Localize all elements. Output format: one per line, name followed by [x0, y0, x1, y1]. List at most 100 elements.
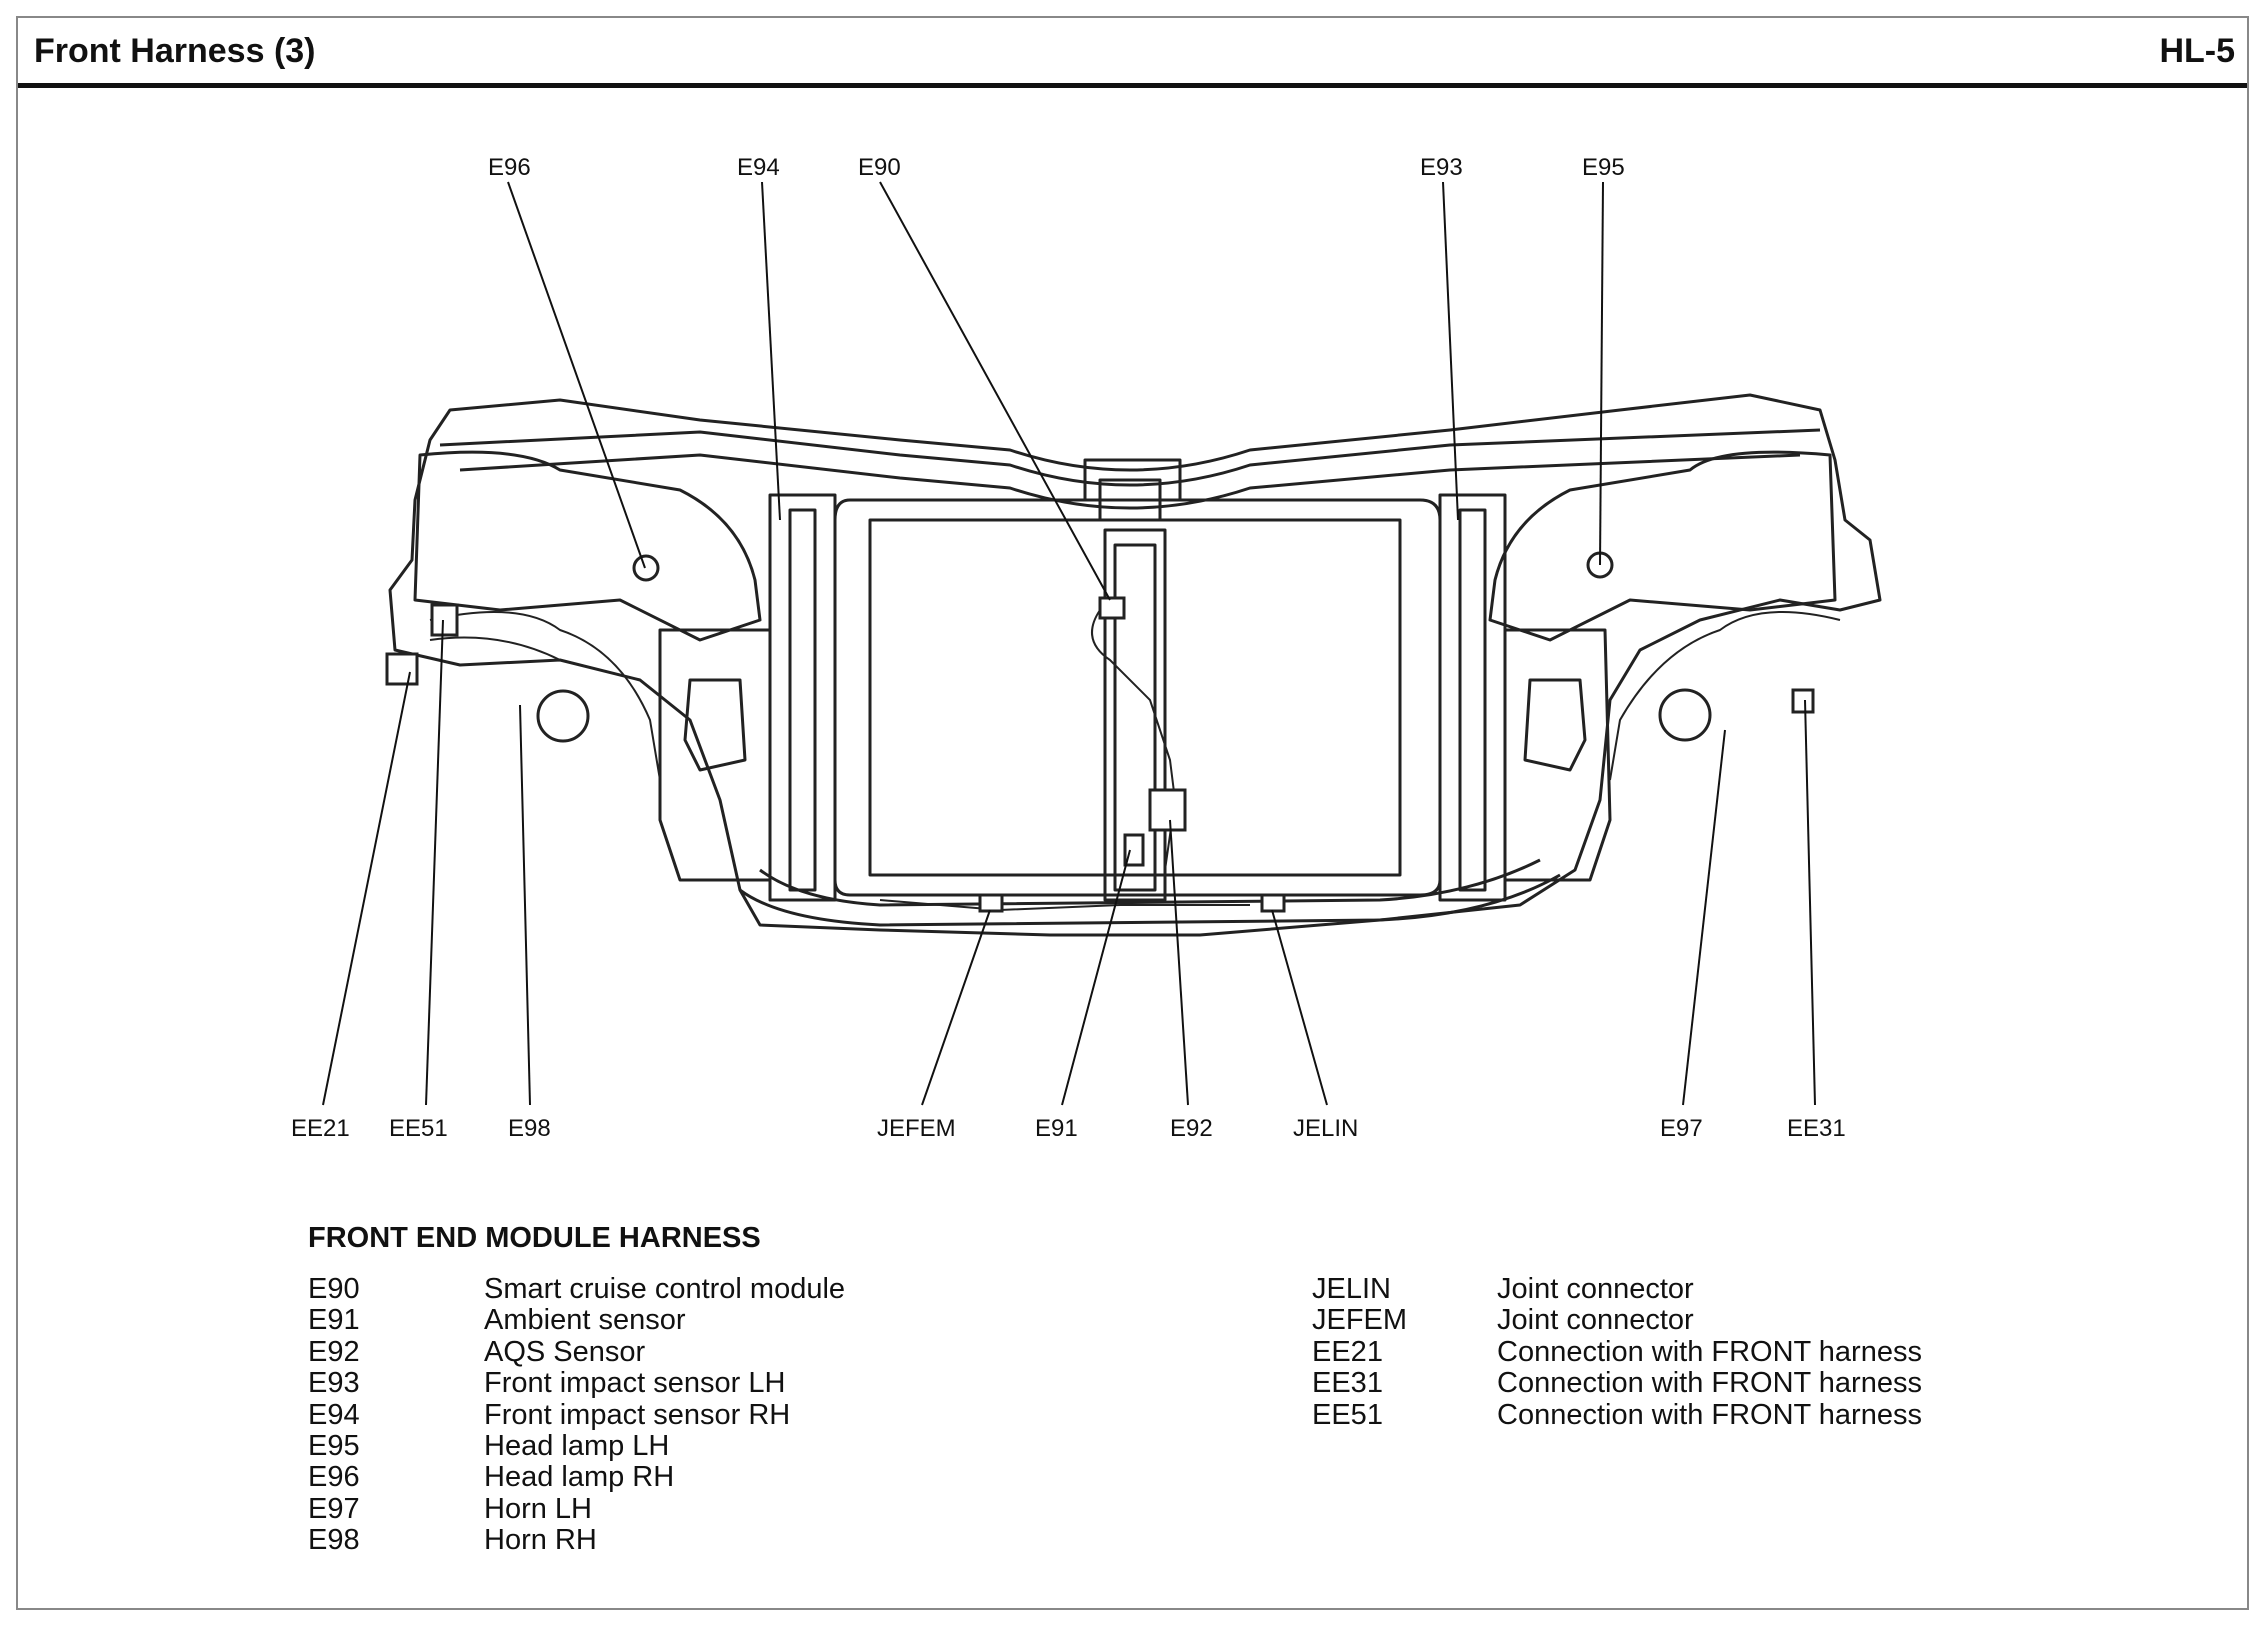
leader-ee31 — [1804, 699, 1816, 1106]
connector-ee31 — [1791, 688, 1815, 714]
legend-desc: Connection with FRONT harness — [1497, 1367, 1922, 1400]
legend-code: JELIN — [1312, 1273, 1391, 1305]
legend-right: JELIN Joint connector JEFEM Joint connecto… — [1312, 1274, 2112, 1431]
label-e92: E92 — [1170, 1115, 1213, 1142]
legend-desc: Connection with FRONT harness — [1497, 1398, 1922, 1431]
legend-desc: Smart cruise control module — [484, 1273, 846, 1305]
side-panel-rh — [658, 628, 772, 882]
connector-e91 — [1123, 833, 1145, 867]
label-ee21: EE21 — [291, 1115, 350, 1142]
legend-code: E96 — [308, 1461, 360, 1494]
legend-row: JELIN Joint connector — [1312, 1274, 2112, 1305]
legend-desc: Joint connector — [1497, 1273, 1694, 1305]
leader-jelin — [1271, 909, 1328, 1106]
leader-e90 — [879, 181, 1111, 601]
harness-wire-center — [1091, 609, 1177, 871]
label-jefem: JEFEM — [877, 1115, 956, 1142]
label-e93: E93 — [1420, 154, 1463, 181]
leader-e98 — [519, 704, 531, 1106]
legend-desc: Front impact sensor LH — [484, 1367, 786, 1400]
leader-ee51 — [425, 619, 444, 1106]
horn-rh — [536, 689, 590, 743]
harness-wire-rh — [429, 611, 661, 781]
connectors — [385, 551, 1815, 913]
legend-desc: Horn LH — [484, 1492, 592, 1525]
smart-cruise-module — [1098, 478, 1162, 522]
legend-row: EE31 Connection with FRONT harness — [1312, 1368, 2112, 1399]
side-panel-rh-hole — [683, 678, 747, 772]
label-e97: E97 — [1660, 1115, 1703, 1142]
label-e91: E91 — [1035, 1115, 1078, 1142]
page-frame — [16, 16, 2249, 1610]
label-jelin: JELIN — [1293, 1115, 1358, 1142]
legend-code: EE51 — [1312, 1398, 1383, 1431]
lower-beam-inner — [759, 858, 1541, 907]
legend-desc: Horn RH — [484, 1524, 597, 1557]
harness-wire-bottom — [879, 899, 1250, 912]
pillar-rh — [768, 493, 837, 902]
legend-code: E94 — [308, 1398, 360, 1431]
legend-heading: FRONT END MODULE HARNESS — [308, 1222, 761, 1254]
legend-desc: Head lamp LH — [484, 1429, 670, 1462]
leader-ee21 — [322, 671, 411, 1106]
connector-e96 — [632, 554, 660, 582]
leader-e93 — [1442, 181, 1459, 521]
side-panel-lh — [1503, 628, 1612, 882]
leader-jefem — [921, 909, 991, 1106]
legend-row: E98 Horn RH — [308, 1525, 1008, 1556]
leader-lines — [322, 181, 1816, 1106]
connector-ee21 — [385, 652, 419, 686]
legend-code: E98 — [308, 1524, 360, 1557]
leader-e91 — [1061, 849, 1131, 1106]
page-title: Front Harness (3) — [34, 32, 316, 70]
headlamp-bracket-rh — [413, 450, 762, 642]
label-e96: E96 — [488, 154, 531, 181]
legend-code: E90 — [308, 1273, 360, 1305]
harness-wiring — [429, 609, 1841, 912]
label-ee31: EE31 — [1787, 1115, 1846, 1142]
horn-lh — [1658, 688, 1712, 742]
connector-ee51 — [430, 603, 459, 637]
label-e95: E95 — [1582, 154, 1625, 181]
legend-code: E93 — [308, 1367, 360, 1400]
leader-e96 — [507, 181, 646, 569]
legend-desc: Connection with FRONT harness — [1497, 1335, 1922, 1368]
legend-code: JEFEM — [1312, 1304, 1408, 1337]
carrier-outline — [388, 393, 1882, 937]
legend-desc: Joint connector — [1497, 1304, 1694, 1337]
legend-desc: Front impact sensor RH — [484, 1398, 791, 1431]
leader-e94 — [761, 181, 781, 521]
legend-code: E92 — [308, 1335, 360, 1368]
smart-cruise-bracket — [1083, 458, 1182, 502]
pillar-lh-inner — [1458, 508, 1487, 892]
legend-desc: Ambient sensor — [484, 1304, 686, 1337]
leader-e92 — [1169, 819, 1189, 1106]
connector-e90 — [1098, 596, 1126, 620]
legend-row: E94 Front impact sensor RH — [308, 1398, 1008, 1431]
upper-crossmember — [439, 428, 1821, 487]
label-e90: E90 — [858, 154, 901, 181]
center-strut — [1103, 528, 1167, 902]
label-e98: E98 — [508, 1115, 551, 1142]
legend-code: EE31 — [1312, 1367, 1383, 1400]
front-end-module-drawing — [388, 393, 1882, 937]
harness-wire-lh — [1609, 611, 1841, 781]
legend-code: EE21 — [1312, 1335, 1383, 1368]
pillar-rh-inner — [788, 508, 817, 892]
harness-wire-rh-2 — [429, 636, 561, 661]
label-ee51: EE51 — [389, 1115, 448, 1142]
pillar-lh — [1438, 493, 1507, 902]
legend-code: E97 — [308, 1492, 360, 1525]
legend-row: E93 Front impact sensor LH — [308, 1368, 1008, 1399]
page-header: Front Harness (3) HL-5 — [18, 18, 2247, 88]
legend-row: EE21 Connection with FRONT harness — [1312, 1335, 2112, 1368]
legend-row: EE51 Connection with FRONT harness — [1312, 1398, 2112, 1431]
connector-jelin — [1260, 893, 1286, 913]
side-panel-lh-hole — [1523, 678, 1587, 772]
leader-e97 — [1682, 729, 1726, 1106]
